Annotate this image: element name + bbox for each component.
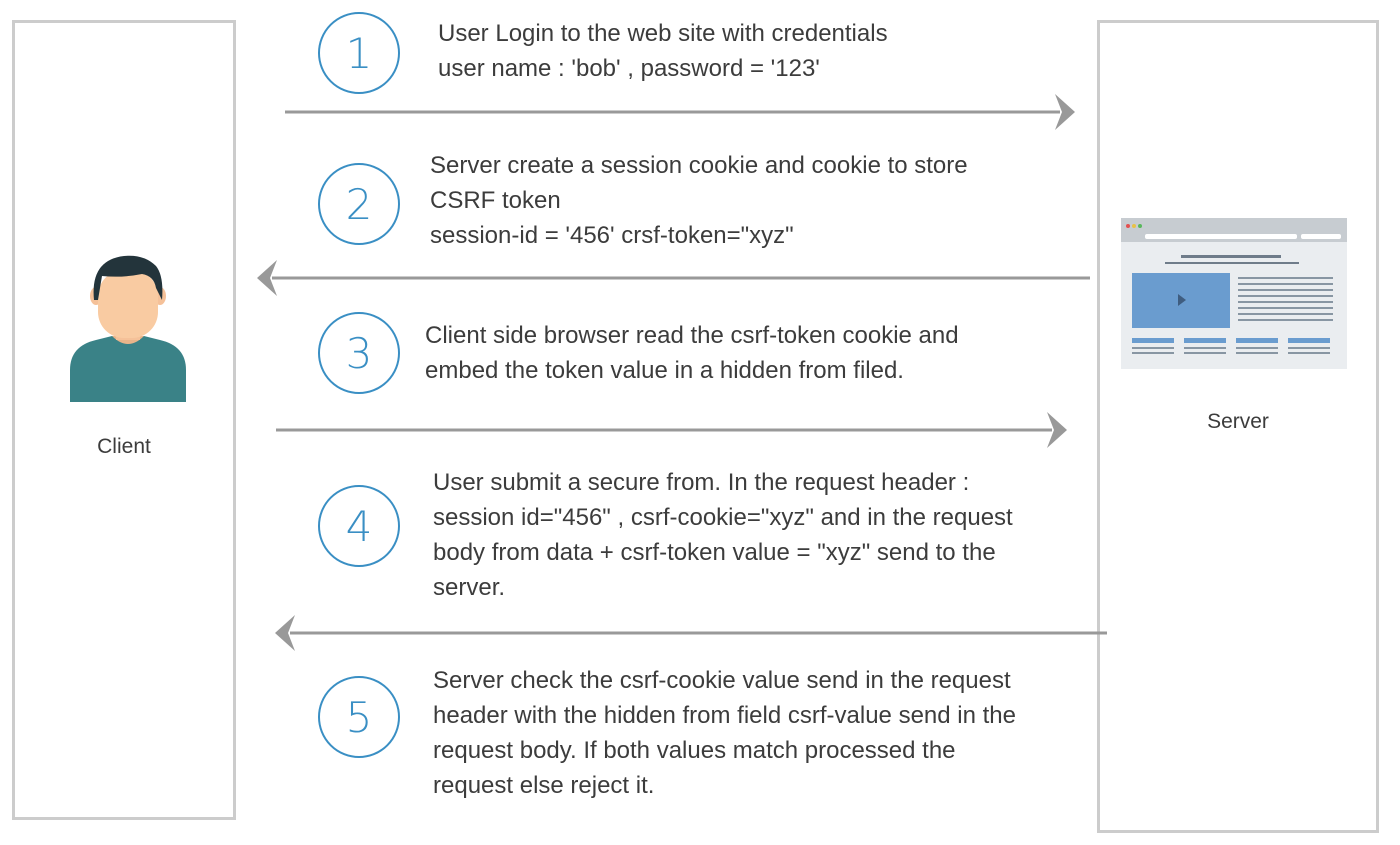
step-1-line: User Login to the web site with credenti… xyxy=(438,20,888,47)
step-2-line: CSRF token xyxy=(430,187,561,214)
arrow-step-3-to-server xyxy=(276,412,1067,448)
server-label: Server xyxy=(1207,410,1269,433)
step-4-number: 4 xyxy=(318,485,400,567)
step-4-description: User submit a secure from. In the reques… xyxy=(433,465,1093,605)
arrow-step-1-to-server xyxy=(285,94,1075,130)
step-5-line: header with the hidden from field csrf-v… xyxy=(433,702,1016,729)
arrow-step-2-to-client xyxy=(257,260,1090,296)
step-5-description: Server check the csrf-cookie value send … xyxy=(433,663,1093,803)
step-3-line: embed the token value in a hidden from f… xyxy=(425,357,904,384)
step-2-description: Server create a session cookie and cooki… xyxy=(430,148,1090,253)
step-4-line: User submit a secure from. In the reques… xyxy=(433,469,970,496)
step-4-line: body from data + csrf-token value = "xyz… xyxy=(433,539,996,566)
browser-window-icon xyxy=(1121,218,1347,369)
arrow-step-4-to-client xyxy=(275,615,1107,651)
step-1-number: 1 xyxy=(318,12,400,94)
step-5-line: Server check the csrf-cookie value send … xyxy=(433,667,1011,694)
step-2-line: session-id = '456' crsf-token="xyz" xyxy=(430,222,794,249)
client-label: Client xyxy=(97,435,151,458)
step-4-line: session id="456" , csrf-cookie="xyz" and… xyxy=(433,504,1013,531)
step-5-number: 5 xyxy=(318,676,400,758)
server-panel xyxy=(1097,20,1379,833)
step-2-number: 2 xyxy=(318,163,400,245)
step-1-description: User Login to the web site with credenti… xyxy=(438,16,1098,86)
step-5-line: request else reject it. xyxy=(433,772,655,799)
step-5-line: request body. If both values match proce… xyxy=(433,737,956,764)
client-panel xyxy=(12,20,236,820)
step-3-line: Client side browser read the csrf-token … xyxy=(425,322,959,349)
step-2-line: Server create a session cookie and cooki… xyxy=(430,152,968,179)
step-3-number: 3 xyxy=(318,312,400,394)
step-3-description: Client side browser read the csrf-token … xyxy=(425,318,1085,388)
step-1-line: user name : 'bob' , password = '123' xyxy=(438,55,820,82)
step-4-line: server. xyxy=(433,574,506,601)
user-avatar-icon xyxy=(70,255,186,402)
